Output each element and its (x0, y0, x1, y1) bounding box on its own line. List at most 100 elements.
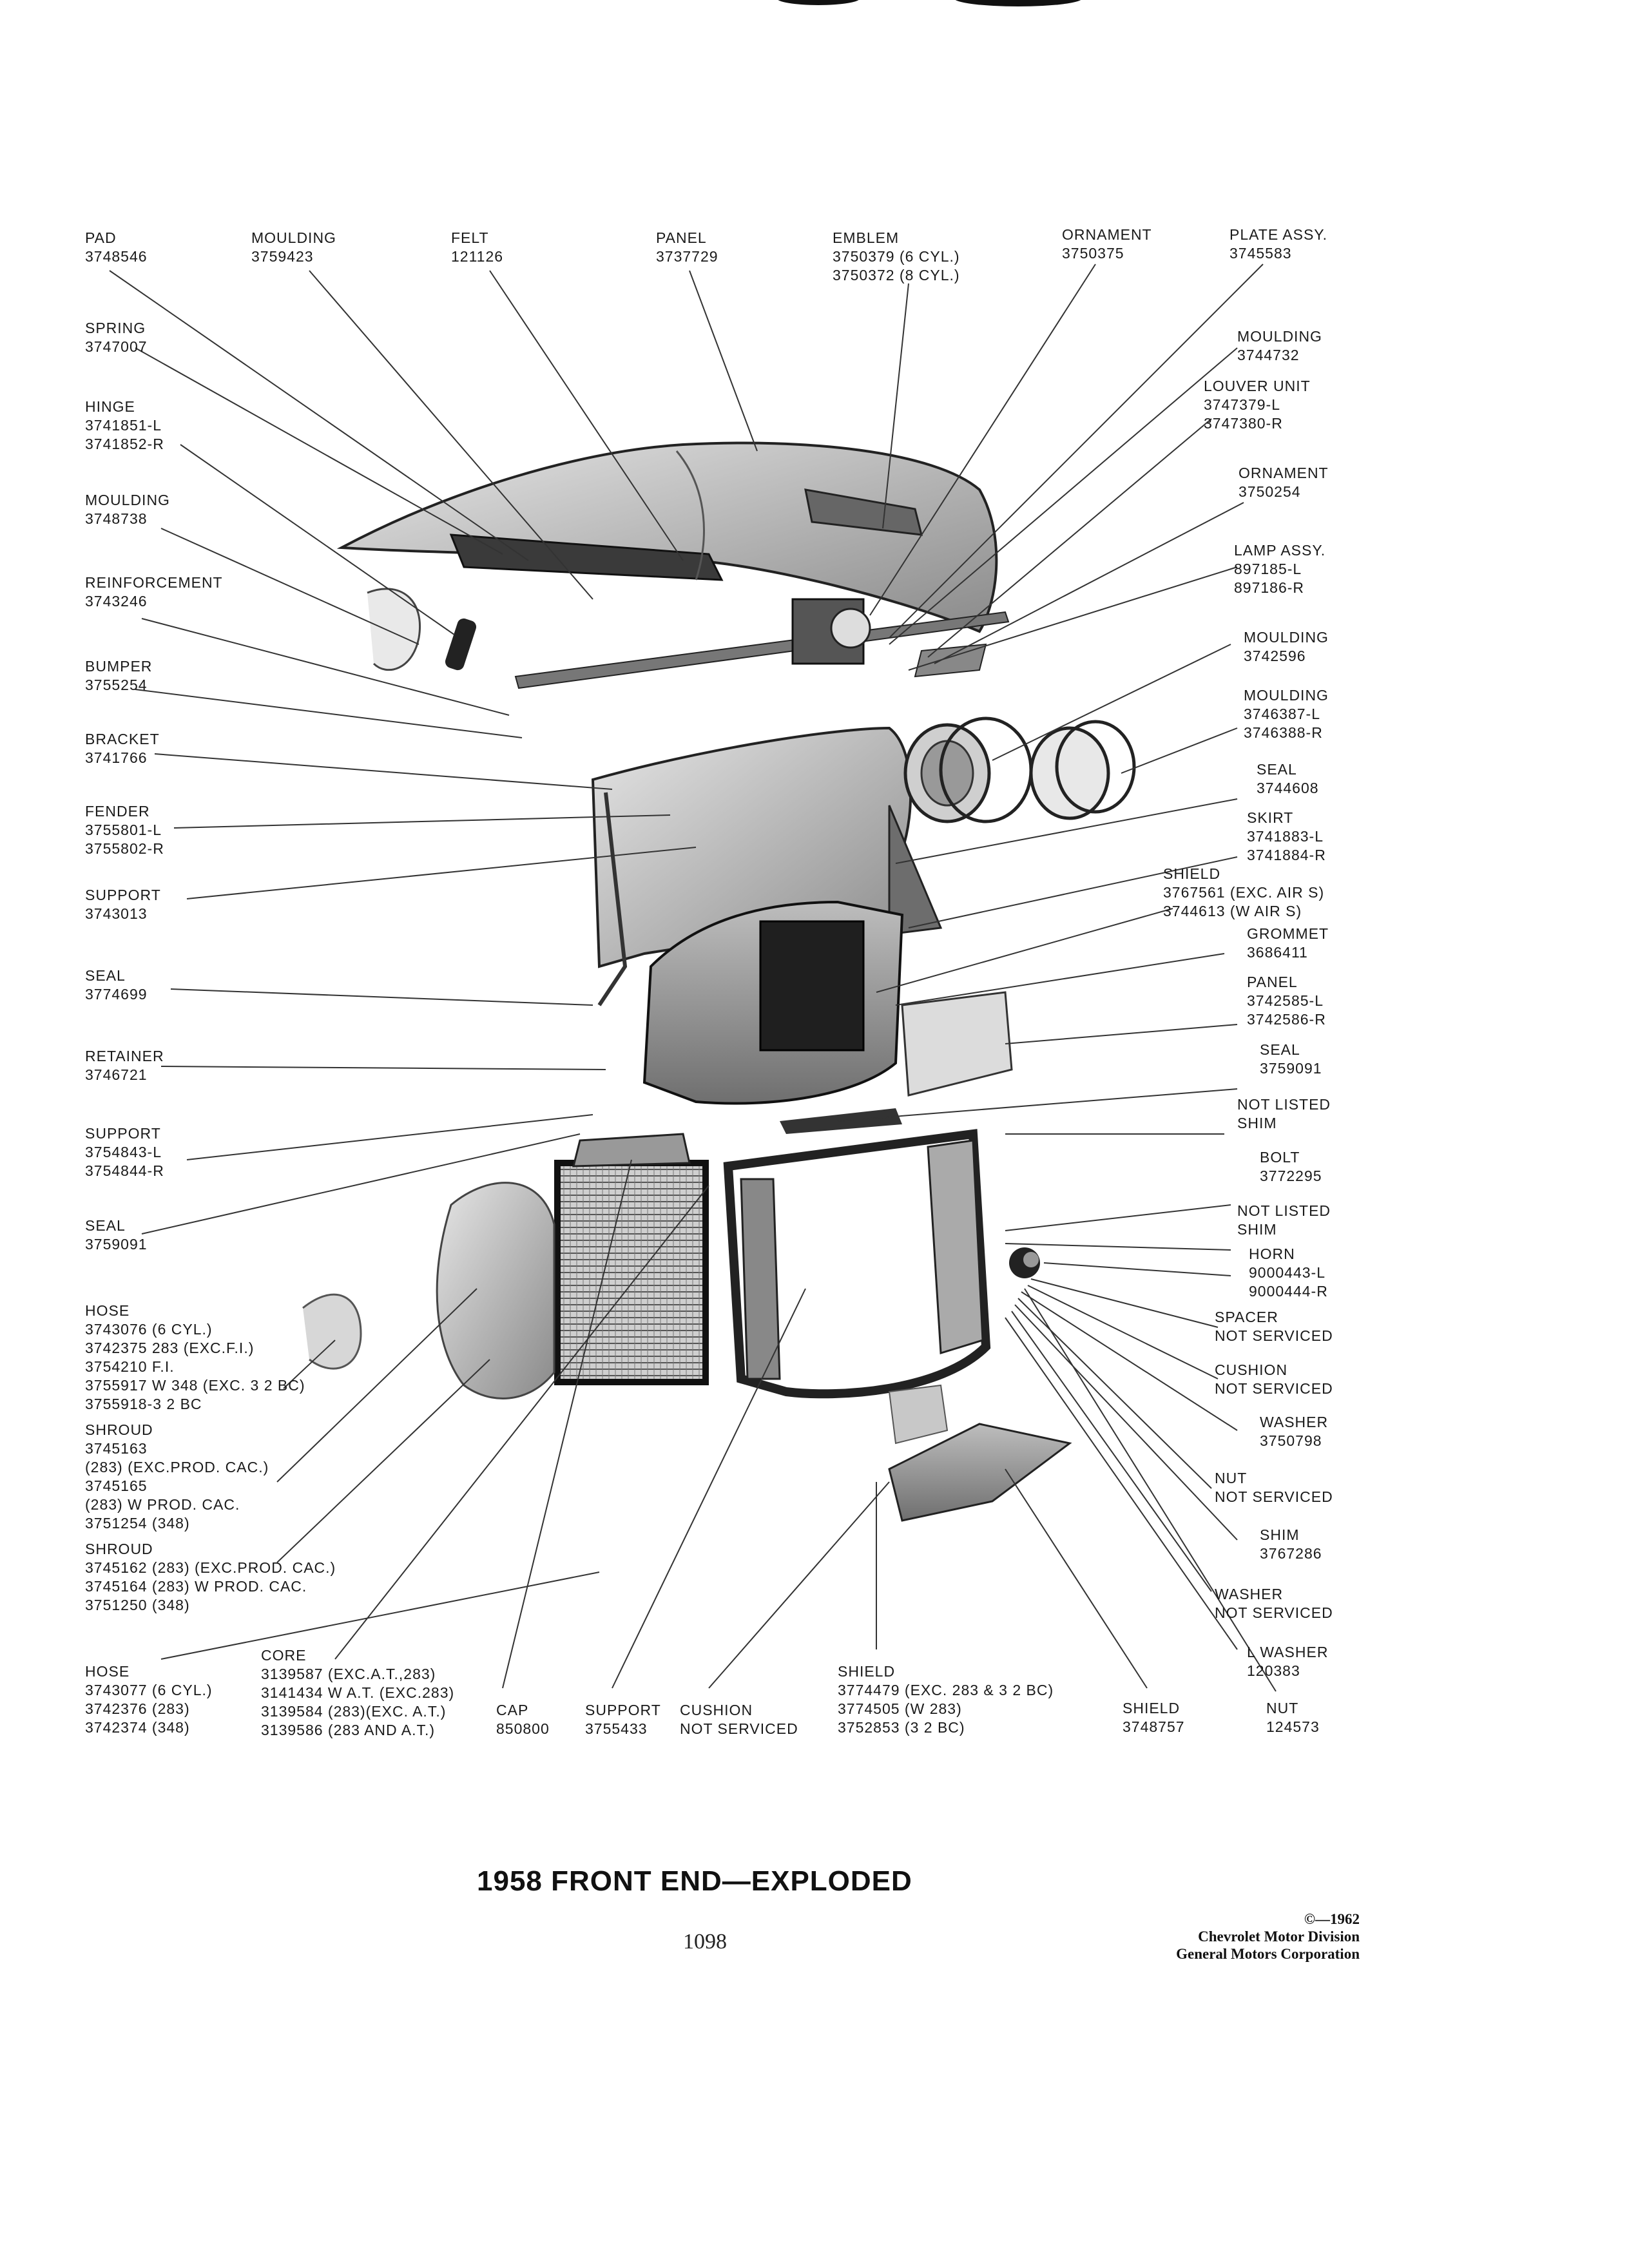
callout-hose-left: HOSE 3743076 (6 CYL.) 3742375 283 (EXC.F… (85, 1302, 305, 1414)
callout-shield-mid-number-2: 3744613 (W AIR S) (1163, 903, 1302, 919)
callout-nut-right-note: NOT SERVICED (1215, 1488, 1333, 1505)
callout-retainer-number: 3746721 (85, 1066, 148, 1083)
callout-plate-assy: PLATE ASSY. 3745583 (1229, 226, 1327, 263)
callout-louver-unit: LOUVER UNIT 3747379-L 3747380-R (1204, 377, 1311, 433)
callout-cushion-bottom-note: NOT SERVICED (680, 1720, 798, 1737)
callout-horn-number-l: 9000443-L (1249, 1264, 1325, 1281)
callout-shroud-2-number-1: 3745162 (283) (EXC.PROD. CAC.) (85, 1559, 336, 1576)
callout-bolt-number: 3772295 (1260, 1168, 1322, 1184)
callout-not-listed-1-name: NOT LISTED (1237, 1096, 1331, 1113)
callout-core-number-4: 3139586 (283 AND A.T.) (261, 1722, 436, 1738)
callout-fender: FENDER 3755801-L 3755802-R (85, 802, 164, 858)
splash-shield (888, 1384, 1072, 1522)
callout-felt-number: 121126 (451, 248, 504, 265)
callout-not-listed-2-part: SHIM (1237, 1221, 1277, 1238)
callout-cushion-right: CUSHION NOT SERVICED (1215, 1361, 1333, 1398)
page-title: 1958 FRONT END—EXPLODED (477, 1865, 912, 1897)
callout-horn-number-r: 9000444-R (1249, 1283, 1328, 1300)
callout-cushion-bottom: CUSHION NOT SERVICED (680, 1701, 798, 1738)
callout-skirt-number-r: 3741884-R (1247, 847, 1326, 863)
callout-shield-bottom-name: SHIELD (838, 1663, 896, 1680)
callout-shroud-1: SHROUD 3745163 (283) (EXC.PROD. CAC.) 37… (85, 1421, 269, 1533)
callout-moulding-top: MOULDING 3759423 (251, 229, 336, 266)
callout-support-bottom: SUPPORT 3755433 (585, 1701, 661, 1738)
callout-cap-name: CAP (496, 1702, 529, 1718)
callout-washer-r1-number: 3750798 (1260, 1432, 1322, 1449)
callout-fender-number-l: 3755801-L (85, 822, 162, 838)
callout-shield-mid-number-1: 3767561 (EXC. AIR S) (1163, 884, 1325, 901)
callout-shroud-2: SHROUD 3745162 (283) (EXC.PROD. CAC.) 37… (85, 1540, 336, 1615)
callout-horn: HORN 9000443-L 9000444-R (1249, 1245, 1328, 1301)
callout-spacer-note: NOT SERVICED (1215, 1327, 1333, 1344)
callout-reinforcement-number: 3743246 (85, 593, 148, 610)
callout-hinge-number-r: 3741852-R (85, 436, 164, 452)
callout-ornament-right-number: 3750254 (1239, 483, 1301, 500)
leader-lines (109, 264, 1277, 1692)
callout-shroud-1-name: SHROUD (85, 1421, 153, 1438)
wheelhouse-skirt (642, 900, 1013, 1134)
radiator-core (554, 1133, 709, 1385)
callout-moulding-r3-number-r: 3746388-R (1244, 724, 1323, 741)
callout-moulding-top-name: MOULDING (251, 229, 336, 246)
callout-seal-left-number: 3774699 (85, 986, 148, 1003)
callout-lamp-assy-number-r: 897186-R (1234, 579, 1305, 596)
callout-core-number-1: 3139587 (EXC.A.T.,283) (261, 1666, 436, 1682)
callout-skirt-number-l: 3741883-L (1247, 828, 1324, 845)
callout-ornament-right-name: ORNAMENT (1239, 465, 1329, 481)
callout-support-left2-number-l: 3754843-L (85, 1144, 162, 1160)
callout-washer-r2-note: NOT SERVICED (1215, 1604, 1333, 1621)
callout-reinforcement: REINFORCEMENT 3743246 (85, 573, 223, 611)
callout-seal-r1-name: SEAL (1257, 761, 1297, 778)
callout-hose-bottom: HOSE 3743077 (6 CYL.) 3742376 (283) 3742… (85, 1662, 213, 1737)
callout-washer-r1-name: WASHER (1260, 1414, 1329, 1430)
callout-louver-unit-number-r: 3747380-R (1204, 415, 1283, 432)
callout-moulding-left: MOULDING 3748738 (85, 491, 170, 528)
callout-shim-right: SHIM 3767286 (1260, 1526, 1322, 1563)
callout-seal-r2: SEAL 3759091 (1260, 1041, 1322, 1078)
callout-horn-name: HORN (1249, 1245, 1295, 1262)
callout-support-left2-name: SUPPORT (85, 1125, 161, 1142)
callout-shroud-2-number-2: 3745164 (283) W PROD. CAC. (85, 1578, 307, 1595)
callout-bolt: BOLT 3772295 (1260, 1148, 1322, 1186)
callout-emblem-number-2: 3750372 (8 CYL.) (833, 267, 960, 284)
callout-spring-number: 3747007 (85, 338, 148, 355)
callout-bracket-number: 3741766 (85, 749, 148, 766)
callout-seal-left2-name: SEAL (85, 1217, 126, 1234)
callout-not-listed-1-part: SHIM (1237, 1115, 1277, 1131)
callout-bracket: BRACKET 3741766 (85, 730, 160, 767)
callout-hinge-name: HINGE (85, 398, 135, 415)
callout-emblem: EMBLEM 3750379 (6 CYL.) 3750372 (8 CYL.) (833, 229, 960, 285)
callout-lamp-assy-number-l: 897185-L (1234, 561, 1302, 577)
callout-cap: CAP 850800 (496, 1701, 550, 1738)
callout-l-washer-number: 120383 (1247, 1662, 1300, 1679)
callout-spacer-name: SPACER (1215, 1309, 1278, 1325)
callout-seal-left2-number: 3759091 (85, 1236, 148, 1253)
callout-ornament-top: ORNAMENT 3750375 (1062, 226, 1152, 263)
callout-felt: FELT 121126 (451, 229, 503, 266)
fender-support-rod (597, 792, 628, 1006)
page-number: 1098 (683, 1930, 727, 1954)
callout-seal-r1-number: 3744608 (1257, 780, 1319, 796)
callout-hinge: HINGE 3741851-L 3741852-R (85, 398, 164, 454)
callout-moulding-r2-number: 3742596 (1244, 648, 1306, 664)
callout-lamp-assy: LAMP ASSY. 897185-L 897186-R (1234, 541, 1325, 597)
callout-spacer: SPACER NOT SERVICED (1215, 1308, 1333, 1345)
callout-seal-left-name: SEAL (85, 967, 126, 984)
callout-grommet-number: 3686411 (1247, 944, 1308, 961)
callout-shield-mid-name: SHIELD (1163, 865, 1221, 882)
callout-bumper-name: BUMPER (85, 658, 153, 675)
callout-shroud-1-note-2: (283) W PROD. CAC. (85, 1496, 240, 1513)
callout-shroud-1-number-1: 3745163 (85, 1440, 148, 1457)
callout-hose-bottom-number-1: 3743077 (6 CYL.) (85, 1682, 213, 1698)
callout-support-left2-number-r: 3754844-R (85, 1162, 164, 1179)
callout-shroud-1-number-2: 3745165 (85, 1477, 148, 1494)
callout-cushion-right-name: CUSHION (1215, 1361, 1288, 1378)
callout-hose-bottom-number-2: 3742376 (283) (85, 1700, 190, 1717)
callout-emblem-name: EMBLEM (833, 229, 900, 246)
callout-shield-mid: SHIELD 3767561 (EXC. AIR S) 3744613 (W A… (1163, 865, 1324, 921)
callout-washer-r2-name: WASHER (1215, 1586, 1284, 1602)
callout-plate-assy-number: 3745583 (1229, 245, 1292, 262)
callout-shield-bottom-number-3: 3752853 (3 2 BC) (838, 1719, 965, 1736)
callout-nut-right: NUT NOT SERVICED (1215, 1469, 1333, 1506)
callout-cap-number: 850800 (496, 1720, 550, 1737)
